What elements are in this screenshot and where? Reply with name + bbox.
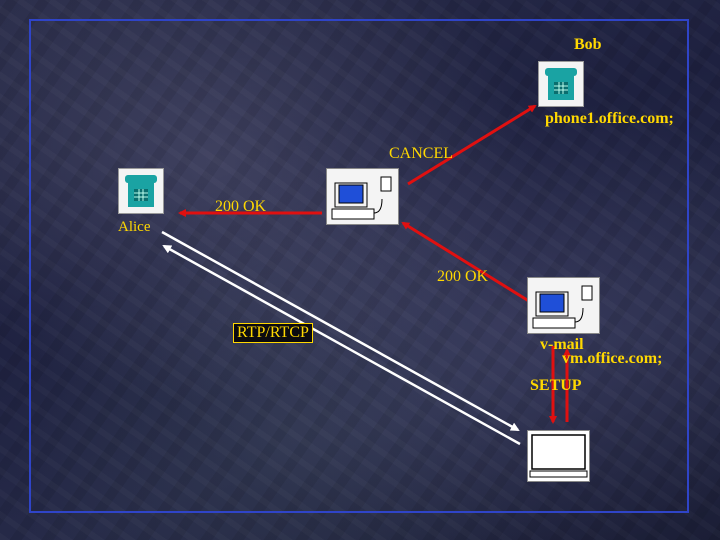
bob-address-label: phone1.office.com;: [545, 110, 674, 127]
cancel-label: CANCEL: [389, 145, 453, 162]
alice-phone-icon: [118, 168, 164, 214]
setup-label: SETUP: [530, 377, 582, 394]
rtp-label: RTP/RTCP: [233, 323, 313, 343]
proxy-terminal-icon: [326, 168, 399, 225]
bob-label: Bob: [574, 36, 602, 53]
diagram-frame: [29, 19, 689, 513]
rtp-arrow-to-alice: [162, 244, 521, 446]
vmail-terminal-icon: [527, 277, 600, 334]
bob-phone-icon: [538, 61, 584, 107]
ok-right-arrow: [401, 221, 533, 305]
ok-right-label: 200 OK: [437, 268, 489, 285]
alice-label: Alice: [118, 219, 151, 235]
vmail-label: v-mail: [540, 336, 584, 353]
rtp-arrow-to-media: [161, 230, 520, 432]
vm-address-label: vm.office.com;: [562, 350, 663, 367]
ok-left-label: 200 OK: [215, 198, 267, 215]
media-server-monitor-icon: [527, 430, 590, 482]
cancel-arrow: [407, 104, 537, 186]
